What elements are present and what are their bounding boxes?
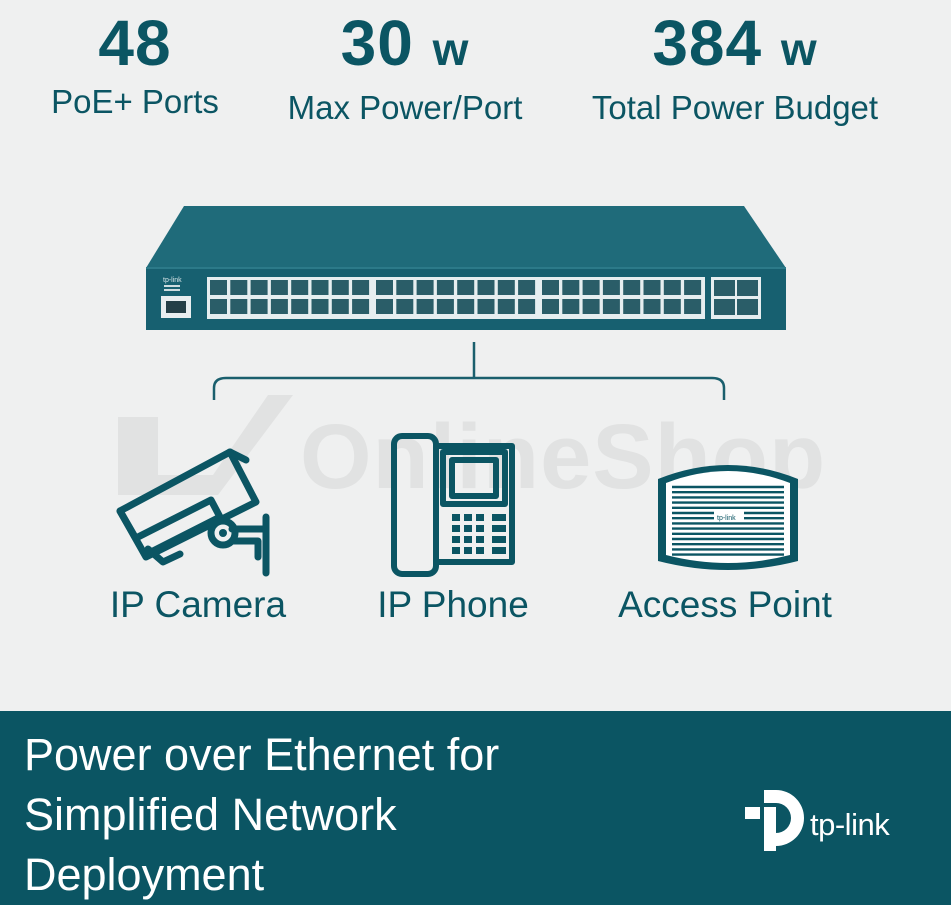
- switch-port: [416, 299, 434, 314]
- switch-port: [582, 280, 600, 295]
- switch-port: [643, 280, 661, 295]
- switch-port: [250, 280, 268, 295]
- switch-port: [497, 280, 515, 295]
- switch-port: [230, 299, 248, 314]
- switch-port: [582, 299, 600, 314]
- switch-port: [250, 299, 268, 314]
- switch-port: [270, 280, 288, 295]
- switch-port: [331, 280, 349, 295]
- watermark-check-icon: [118, 395, 293, 495]
- stat-unit: w: [780, 23, 818, 75]
- switch-port: [623, 280, 641, 295]
- stat-total-power-budget: 384 w Total Power Budget: [570, 8, 900, 130]
- tplink-wordmark: tp-link: [810, 807, 890, 842]
- ip-camera-icon: [116, 448, 270, 577]
- switch-port: [291, 280, 309, 295]
- stat-label: PoE+ Ports: [51, 83, 219, 120]
- stat-value: 30 w: [340, 7, 470, 79]
- switch-port: [518, 280, 536, 295]
- switch-port: [457, 299, 475, 314]
- switch-port: [210, 280, 227, 295]
- switch-port: [291, 299, 309, 314]
- switch-port: [477, 280, 495, 295]
- stat-label: Total Power Budget: [591, 89, 879, 126]
- banner-line: Power over Ethernet for: [24, 729, 500, 780]
- switch-port: [542, 280, 559, 295]
- stat-poe-ports: 48 PoE+ Ports: [30, 8, 240, 124]
- switch-sfp-ports: [711, 277, 761, 319]
- switch-port: [311, 280, 329, 295]
- switch-port: [497, 299, 515, 314]
- switch-port: [542, 299, 559, 314]
- label-ip-phone: IP Phone: [377, 584, 529, 625]
- stat-max-power-port: 30 w Max Power/Port: [270, 8, 540, 130]
- stat-label: Max Power/Port: [287, 89, 523, 126]
- switch-port: [477, 299, 495, 314]
- banner-line: Simplified Network: [24, 789, 397, 840]
- svg-text:tp-link: tp-link: [717, 515, 736, 522]
- label-access-point: Access Point: [618, 584, 832, 625]
- switch-port: [396, 280, 414, 295]
- switch-port: [270, 299, 288, 314]
- switch-port: [210, 299, 227, 314]
- access-point-icon: tp-link: [658, 465, 798, 570]
- switch-port: [684, 299, 702, 314]
- switch-port: [396, 299, 414, 314]
- switch-port: [643, 299, 661, 314]
- network-switch-icon: tp-link: [146, 206, 786, 330]
- switch-port-grid: [207, 277, 705, 319]
- switch-port: [562, 299, 580, 314]
- stat-value: 384 w: [652, 7, 818, 79]
- sfp-port: [737, 299, 758, 315]
- label-ip-camera: IP Camera: [109, 584, 287, 625]
- connector-lines: [212, 342, 726, 400]
- stat-unit: w: [432, 23, 470, 75]
- switch-port: [457, 280, 475, 295]
- switch-port: [416, 280, 434, 295]
- sfp-port: [714, 299, 735, 315]
- sfp-port: [737, 280, 758, 296]
- ip-phone-icon: [391, 433, 515, 577]
- switch-port: [331, 299, 349, 314]
- switch-port: [684, 280, 702, 295]
- switch-port: [311, 299, 329, 314]
- stat-value: 48: [98, 7, 172, 79]
- switch-brand-label: tp-link: [163, 277, 182, 284]
- switch-port: [562, 280, 580, 295]
- switch-port: [376, 299, 393, 314]
- switch-port: [230, 280, 248, 295]
- switch-port: [436, 299, 454, 314]
- switch-port: [352, 280, 370, 295]
- switch-port: [602, 299, 620, 314]
- switch-port: [376, 280, 393, 295]
- bottom-banner: Power over Ethernet for Simplified Netwo…: [0, 711, 951, 905]
- sfp-port: [714, 280, 735, 296]
- switch-port: [518, 299, 536, 314]
- switch-port: [623, 299, 641, 314]
- switch-port: [663, 280, 681, 295]
- switch-port: [352, 299, 370, 314]
- tplink-logo-icon: [745, 790, 804, 851]
- switch-port: [663, 299, 681, 314]
- banner-headline: Power over Ethernet for Simplified Netwo…: [24, 725, 644, 905]
- phone-keypad: [452, 514, 506, 554]
- banner-line: Deployment: [24, 849, 265, 900]
- switch-port: [602, 280, 620, 295]
- switch-port: [436, 280, 454, 295]
